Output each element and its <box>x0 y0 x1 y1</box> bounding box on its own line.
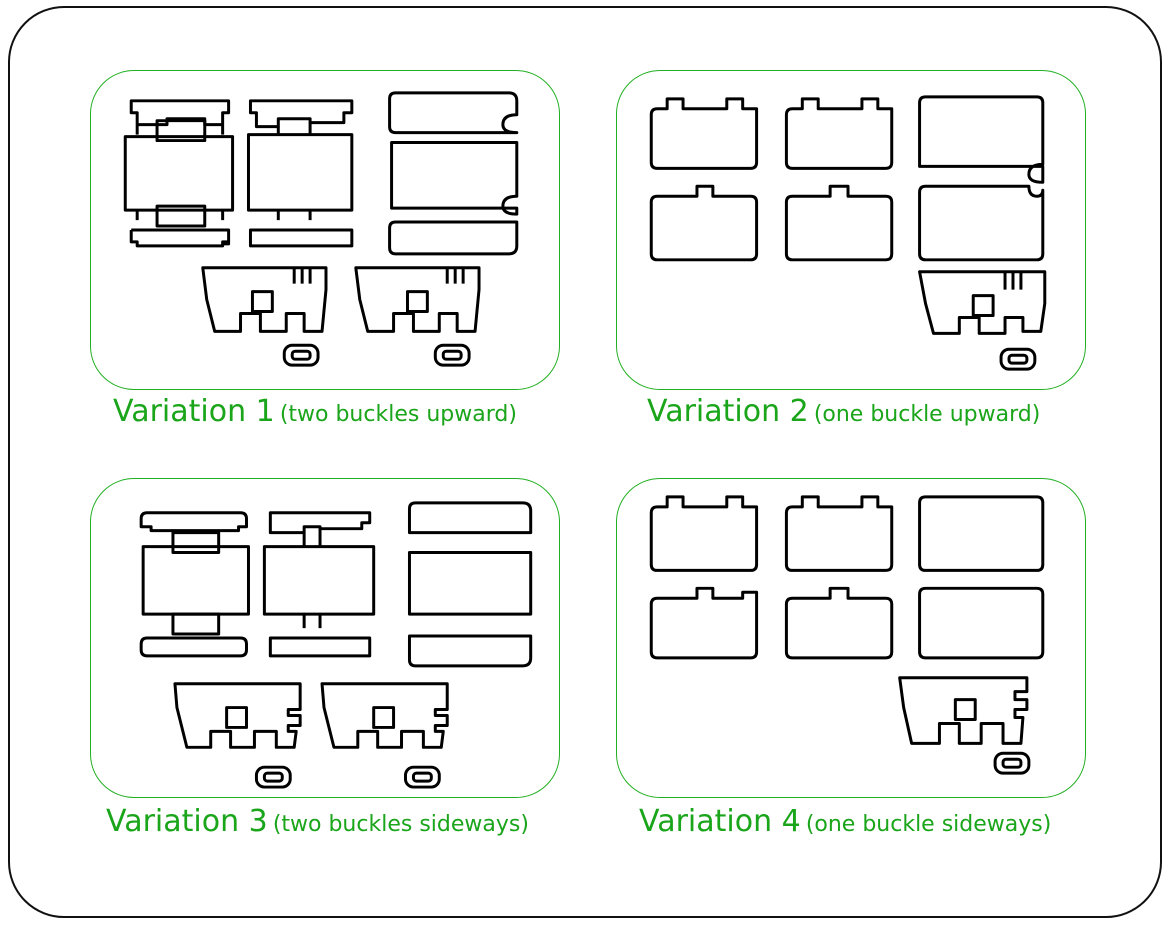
body-piece <box>173 682 302 749</box>
variation-1-parts <box>123 91 519 367</box>
variation-4-parts <box>649 495 1045 775</box>
variation-3-caption: Variation 3 (two buckles sideways) <box>106 804 529 839</box>
buckle <box>290 349 312 361</box>
variation-3-parts <box>139 501 533 789</box>
top-piece <box>649 495 759 572</box>
top-piece <box>784 97 894 170</box>
variation-1-caption: Variation 1 (two buckles upward) <box>113 394 517 429</box>
front-piece <box>784 184 894 262</box>
window <box>953 698 977 721</box>
strap-piece <box>918 184 1045 262</box>
buckle <box>282 343 320 367</box>
buckle-teeth <box>445 267 465 284</box>
strap-piece <box>407 551 533 616</box>
buckle <box>254 765 292 789</box>
side-piece <box>248 99 354 129</box>
buckle <box>1007 353 1029 365</box>
slot <box>171 612 221 636</box>
caption-title: Variation 1 <box>113 394 275 429</box>
caption-title: Variation 3 <box>106 804 268 839</box>
strap-piece <box>388 91 519 135</box>
side-piece <box>139 511 248 533</box>
slot <box>171 531 221 555</box>
body-piece <box>898 676 1029 745</box>
side-piece <box>268 636 372 658</box>
window <box>405 290 429 313</box>
buckle <box>999 347 1037 371</box>
buckle <box>433 343 471 367</box>
caption-note: (one buckle upward) <box>813 402 1041 427</box>
buckle <box>411 771 433 783</box>
strap-piece <box>407 501 533 535</box>
body-piece <box>918 270 1047 335</box>
window <box>372 706 396 729</box>
variation-1-panel <box>90 70 560 390</box>
outer-frame <box>8 6 1162 918</box>
front-piece <box>784 586 894 660</box>
buckle <box>404 765 441 789</box>
side-piece <box>123 135 235 212</box>
side-piece <box>129 99 231 135</box>
side-piece <box>248 228 354 248</box>
strap-piece <box>407 634 533 668</box>
buckle <box>993 751 1031 775</box>
window <box>250 290 274 313</box>
caption-note: (two buckles sideways) <box>272 812 529 837</box>
top-piece <box>784 495 894 572</box>
variation-2-caption: Variation 2 (one buckle upward) <box>647 394 1040 429</box>
connector <box>302 528 322 629</box>
body-piece <box>201 266 328 333</box>
buckle <box>441 349 463 361</box>
connector <box>276 122 312 221</box>
variation-2-panel <box>616 70 1086 390</box>
front-piece <box>649 586 759 660</box>
side-piece <box>139 636 248 658</box>
strap-piece <box>390 141 519 216</box>
strap-piece <box>918 495 1045 572</box>
window <box>225 706 248 729</box>
variation-4-caption: Variation 4 (one buckle sideways) <box>639 804 1051 839</box>
body-piece <box>320 682 449 749</box>
slot <box>155 204 207 228</box>
front-piece <box>649 184 759 262</box>
variation-2-parts <box>649 95 1047 371</box>
side-piece <box>141 545 250 616</box>
caption-note: (one buckle sideways) <box>805 812 1052 837</box>
strap-piece <box>388 220 519 256</box>
body-piece <box>354 266 481 333</box>
strap-piece <box>918 586 1045 660</box>
caption-note: (two buckles upward) <box>279 402 517 427</box>
buckle <box>1001 757 1023 769</box>
window <box>971 294 995 317</box>
caption-title: Variation 2 <box>647 394 809 429</box>
strap-piece <box>918 95 1045 184</box>
buckle-teeth <box>1003 271 1023 290</box>
variation-3-panel <box>90 478 560 798</box>
side-piece <box>262 545 376 616</box>
buckle <box>262 771 284 783</box>
variation-4-panel <box>616 478 1086 798</box>
side-piece <box>246 133 354 212</box>
buckle-teeth <box>292 267 312 284</box>
slot <box>155 119 207 143</box>
side-piece <box>129 210 231 248</box>
top-piece <box>649 97 759 170</box>
caption-title: Variation 4 <box>639 804 801 839</box>
